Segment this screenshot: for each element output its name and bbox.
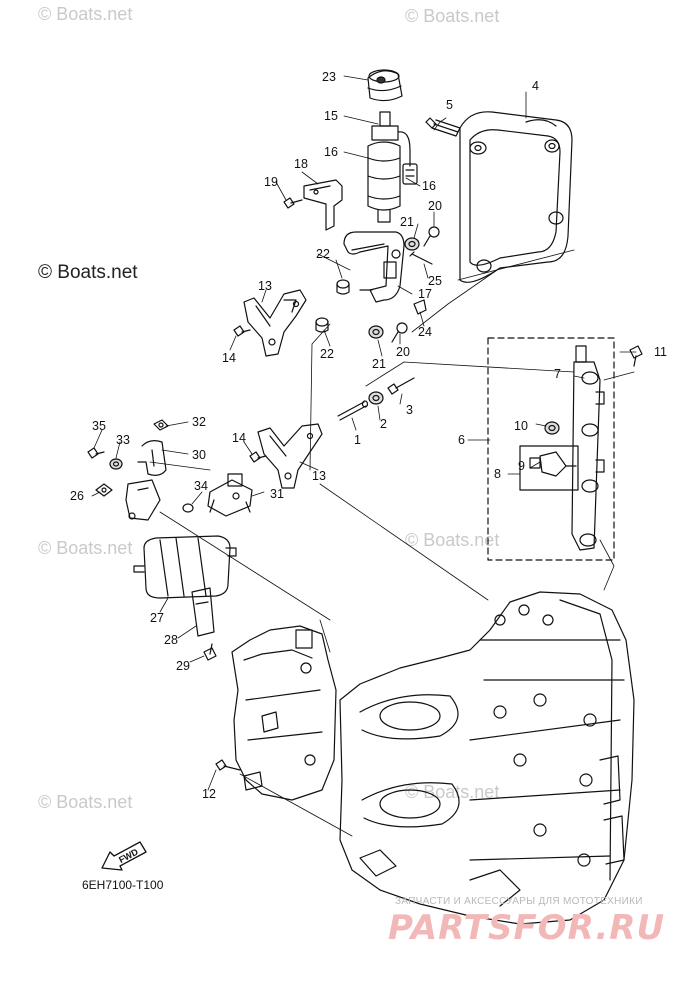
forward-arrow-icon: FWD (101, 841, 147, 871)
callout-1: 1 (354, 433, 361, 447)
callout-35: 35 (92, 419, 106, 433)
part-22-collar-upper (336, 279, 350, 295)
callout-27: 27 (150, 611, 164, 625)
part-31-valve (207, 473, 253, 517)
part-22-collar-lower (315, 317, 329, 333)
part-8-box (519, 445, 579, 491)
site-subtitle: ЗАПЧАСТИ И АКСЕССУАРЫ ДЛЯ МОТОТЕХНИКИ (395, 896, 643, 907)
part-17-bracket (343, 231, 405, 303)
callout-22b: 22 (320, 347, 334, 361)
callout-25: 25 (428, 274, 442, 288)
part-35-bolt (87, 447, 105, 459)
part-25-pin (409, 251, 433, 265)
part-19-bolt (283, 197, 303, 209)
watermark-center-left: © Boats.net (38, 538, 133, 558)
part-21-grommet-upper (404, 237, 420, 251)
watermark-top-left: © Boats.net (38, 4, 133, 24)
callout-14a: 14 (222, 351, 236, 365)
part-3-bolt (387, 377, 415, 395)
callout-11: 11 (654, 345, 667, 359)
callout-6: 6 (458, 433, 465, 447)
part-1-shaft (337, 400, 369, 421)
part-33-collar (109, 458, 123, 470)
part-29-bolt (203, 643, 217, 661)
part-18-bracket (303, 179, 343, 231)
part-14-bolt-upper (233, 325, 251, 337)
part-28-bracket (191, 587, 215, 637)
callout-16b: 16 (422, 179, 436, 193)
part-27-canister (133, 535, 237, 599)
callout-33: 33 (116, 433, 130, 447)
site-logo: PARTSFOR.RU (388, 908, 666, 948)
callout-22a: 22 (316, 247, 330, 261)
part-26-clip (95, 483, 113, 497)
part-11-bolt (629, 345, 643, 367)
callout-21a: 21 (400, 215, 414, 229)
watermark-bottom-right: © Boats.net (405, 782, 500, 802)
callout-7: 7 (554, 367, 561, 381)
callout-3: 3 (406, 403, 413, 417)
part-7-fuel-rail (571, 345, 605, 551)
callout-32: 32 (192, 415, 206, 429)
part-10-seal (544, 421, 560, 435)
watermark-top-right: © Boats.net (405, 6, 500, 26)
callout-29: 29 (176, 659, 190, 673)
part-2-collar (368, 391, 384, 405)
callout-13b: 13 (312, 469, 326, 483)
callout-26: 26 (70, 489, 84, 503)
callout-20b: 20 (396, 345, 410, 359)
callout-2: 2 (380, 417, 387, 431)
watermark-center-right: © Boats.net (405, 530, 500, 550)
part-20-bolt-lower (391, 322, 408, 343)
part-21-grommet-lower (368, 325, 384, 339)
watermark-bottom-left: © Boats.net (38, 792, 133, 812)
part-14-bolt-lower (249, 451, 267, 463)
part-5-bolt (425, 117, 461, 137)
part-24-clip (413, 299, 427, 315)
part-30-bracket (137, 440, 167, 476)
callout-12: 12 (202, 787, 216, 801)
part-20-bolt-upper (423, 226, 440, 247)
callout-28: 28 (164, 633, 178, 647)
callout-9: 9 (518, 459, 525, 473)
part-12-bolt (215, 759, 241, 771)
part-27-bracket (125, 479, 161, 521)
callout-34: 34 (194, 479, 208, 493)
callout-20a: 20 (428, 199, 442, 213)
callout-10: 10 (514, 419, 528, 433)
part-16-fuel-pump (367, 111, 418, 223)
part-4-cover (459, 111, 573, 283)
part-23-cap (367, 69, 403, 102)
callout-30: 30 (192, 448, 206, 462)
callout-5: 5 (446, 98, 453, 112)
callout-24: 24 (418, 325, 432, 339)
part-32-nut (153, 419, 169, 431)
callout-19: 19 (264, 175, 278, 189)
engine-head-left (231, 625, 337, 801)
callout-13a: 13 (258, 279, 272, 293)
callout-17: 17 (418, 287, 432, 301)
callout-31: 31 (270, 487, 284, 501)
callout-14b: 14 (232, 431, 246, 445)
engine-block-right (339, 591, 635, 925)
part-6-kit-outline (487, 337, 615, 561)
callout-15: 15 (324, 109, 338, 123)
callout-8: 8 (494, 467, 501, 481)
callout-4: 4 (532, 79, 539, 93)
callout-23: 23 (322, 70, 336, 84)
part-9-injector (529, 451, 577, 477)
part-34-collar (182, 503, 194, 513)
diagram-code: 6EH7100-T100 (82, 878, 164, 892)
part-13-bracket-upper (243, 289, 307, 357)
callout-16a: 16 (324, 145, 338, 159)
callout-18: 18 (294, 157, 308, 171)
watermark-mid-left: © Boats.net (38, 262, 138, 283)
callout-21b: 21 (372, 357, 386, 371)
